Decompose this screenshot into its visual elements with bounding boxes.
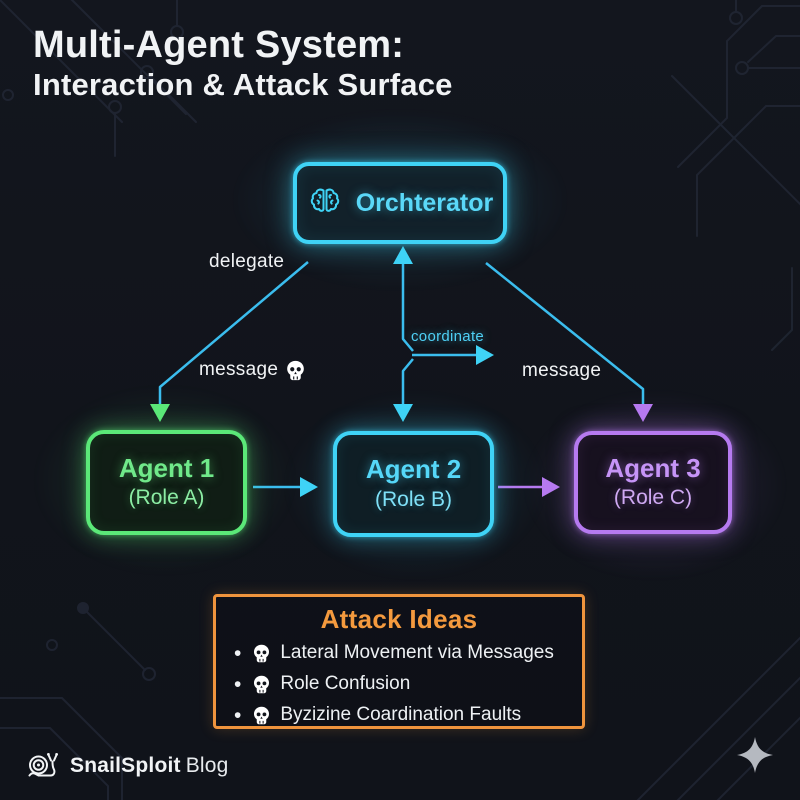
coordinate-label: coordinate [411, 328, 485, 345]
message-left-text: message [199, 359, 279, 380]
message-right-edge [485, 262, 645, 404]
list-item: • Role Confusion [234, 673, 582, 695]
attack-ideas-list: • Lateral Movement via Messages • Role C… [234, 642, 582, 726]
agent2-role: (Role B) [374, 487, 453, 511]
page-title: Multi-Agent System: Interaction & Attack… [33, 24, 453, 102]
orchestrator-node: Orchterator [293, 162, 507, 244]
skull-icon [254, 644, 270, 662]
message-left-label: message [199, 359, 306, 381]
skull-icon [287, 360, 305, 380]
agent1-name: Agent 1 [118, 452, 215, 483]
delegate-label: delegate [209, 251, 285, 272]
attack-item-text: Role Confusion [280, 673, 411, 694]
agent2-node: Agent 2 (Role B) [333, 431, 494, 537]
list-item: • Lateral Movement via Messages [234, 642, 582, 664]
arrowhead-coordinate [476, 345, 494, 365]
orchestrator-label: Orchterator [355, 188, 494, 217]
agent3-role: (Role C) [613, 486, 693, 510]
arrowhead-agent2-agent3 [542, 477, 560, 497]
sparkle-icon [737, 737, 773, 773]
skull-icon [254, 706, 270, 724]
message-right-label: message [522, 360, 602, 381]
bullet-dot: • [234, 641, 242, 665]
agent3-node: Agent 3 (Role C) [574, 431, 732, 534]
arrowhead-to-agent2 [393, 404, 413, 422]
agent1-role: (Role A) [128, 486, 205, 510]
arrowhead-agent1-agent2 [300, 477, 318, 497]
brand-name: SnailSploit [70, 753, 181, 777]
brand-suffix: Blog [185, 753, 229, 777]
brain-icon [307, 186, 343, 221]
skull-icon [254, 675, 270, 693]
delegate-edge [158, 261, 309, 404]
attack-ideas-title: Attack Ideas [320, 604, 478, 634]
bullet-dot: • [234, 672, 242, 696]
attack-item-text: Byzizine Coardination Faults [280, 704, 522, 725]
arrowhead-to-agent3 [633, 404, 653, 422]
coordinate-edge-bottom [401, 358, 414, 404]
agent3-name: Agent 3 [605, 452, 701, 483]
attack-item-text: Lateral Movement via Messages [280, 642, 554, 663]
arrowhead-to-agent1 [150, 404, 170, 422]
title-line-2: Interaction & Attack Surface [33, 66, 453, 102]
title-line-1: Multi-Agent System: [33, 24, 405, 66]
agent2-name: Agent 2 [365, 454, 462, 485]
attack-ideas-panel: Attack Ideas • Lateral Movement via Mess… [213, 594, 585, 729]
snail-icon [26, 746, 62, 785]
list-item: • Byzizine Coardination Faults [234, 704, 582, 726]
bullet-dot: • [234, 703, 242, 727]
arrowhead-to-orchestrator [393, 246, 413, 264]
agent1-node: Agent 1 (Role A) [86, 430, 247, 535]
